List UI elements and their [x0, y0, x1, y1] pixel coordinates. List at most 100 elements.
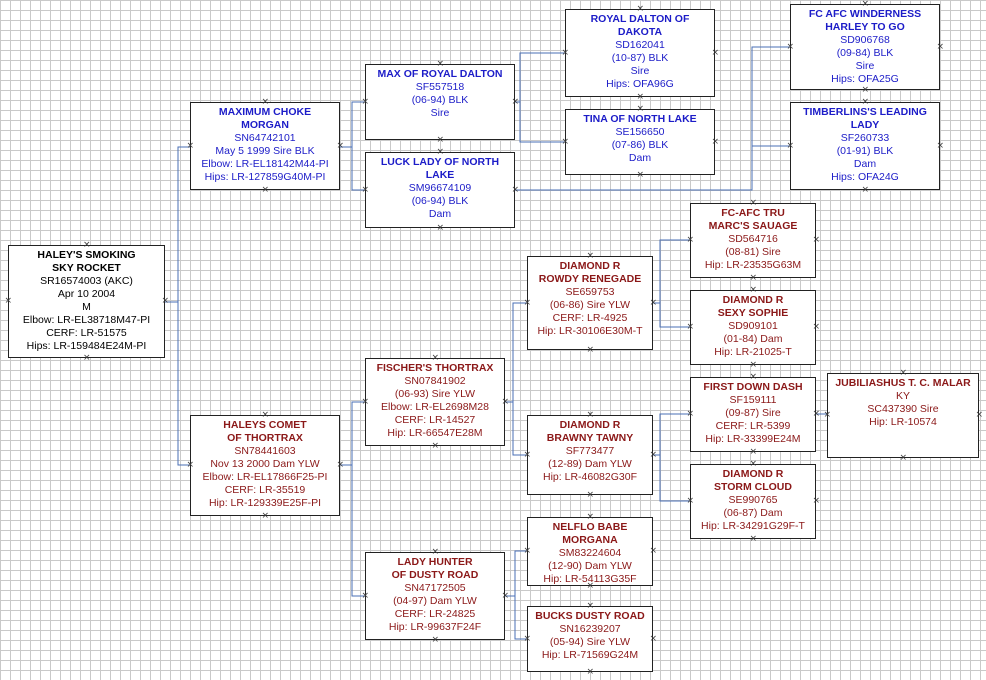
- dog-detail-line: SE156650: [615, 126, 665, 138]
- dog-name: LUCK LADY OF NORTH LAKE: [380, 156, 500, 181]
- x-mark-icon: ×: [649, 546, 658, 556]
- x-mark-icon: ×: [336, 140, 345, 151]
- connector-line: [653, 239, 690, 304]
- dog-detail-line: (09-84) BLK: [836, 47, 894, 59]
- dog-detail-line: SE659753: [565, 286, 615, 298]
- dog-box-diamond-r-rowdy-renegade[interactable]: DIAMOND R ROWDY RENEGADE SE659753(06-86)…: [527, 256, 653, 350]
- dog-detail-line: Elbow: LR-EL18142M44-PI: [201, 158, 329, 170]
- x-mark-icon: ×: [511, 184, 520, 195]
- dog-detail-line: CERF: LR-24825: [394, 608, 476, 620]
- x-mark-icon: ×: [686, 322, 695, 332]
- x-mark-icon: ×: [636, 3, 645, 14]
- dog-detail-line: Elbow: LR-EL38718M47-PI: [22, 314, 151, 326]
- dog-detail-line: Hips: OFA96G: [606, 78, 674, 90]
- x-mark-icon: ×: [186, 140, 195, 151]
- x-mark-icon: ×: [975, 410, 984, 420]
- dog-name: FC-AFC TRU MARC'S SAUAGE: [708, 207, 798, 232]
- dog-detail-line: Hips: OFA24G: [831, 171, 899, 183]
- x-mark-icon: ×: [649, 297, 658, 308]
- dog-name: TIMBERLINS'S LEADING LADY: [803, 106, 927, 131]
- x-mark-icon: ×: [749, 272, 758, 283]
- x-mark-icon: ×: [786, 140, 795, 151]
- x-mark-icon: ×: [436, 58, 445, 69]
- dog-detail-line: (07-86) BLK: [611, 139, 669, 151]
- x-mark-icon: ×: [586, 666, 595, 677]
- x-mark-icon: ×: [812, 409, 821, 419]
- dog-detail-line: Sire: [430, 107, 450, 119]
- x-mark-icon: ×: [586, 511, 595, 522]
- dog-box-nelflo-babe-morgana[interactable]: NELFLO BABE MORGANA SM83224604(12-90) Da…: [527, 517, 653, 586]
- x-mark-icon: ×: [161, 296, 170, 306]
- x-mark-icon: ×: [649, 633, 658, 644]
- dog-detail-line: SF159111: [729, 394, 777, 406]
- x-mark-icon: ×: [686, 496, 695, 506]
- x-mark-icon: ×: [586, 580, 595, 591]
- x-mark-icon: ×: [83, 239, 91, 250]
- dog-detail-line: (08-81) Sire: [725, 246, 781, 258]
- dog-box-timberlins-leading-lady[interactable]: TIMBERLINS'S LEADING LADY SF260733(01-91…: [790, 102, 940, 190]
- dog-detail-line: (04-97) Dam YLW: [393, 595, 477, 607]
- connector-line: [165, 301, 190, 466]
- dog-detail-line: Apr 10 2004: [57, 288, 116, 300]
- connector-line: [653, 413, 690, 456]
- dog-detail-line: SN47172505: [404, 582, 466, 594]
- dog-detail-line: CERF: LR-4925: [552, 312, 628, 324]
- dog-box-haleys-smoking-sky-rocket[interactable]: HALEY'S SMOKING SKY ROCKET SR16574003 (A…: [8, 245, 165, 358]
- x-mark-icon: ×: [749, 284, 758, 295]
- dog-detail-line: Sire: [855, 60, 875, 72]
- x-mark-icon: ×: [586, 409, 595, 420]
- x-mark-icon: ×: [261, 510, 270, 521]
- x-mark-icon: ×: [523, 546, 532, 556]
- dog-detail-line: Hip: LR-54113G35F: [543, 573, 637, 585]
- x-mark-icon: ×: [561, 136, 570, 147]
- x-mark-icon: ×: [431, 352, 440, 363]
- x-mark-icon: ×: [361, 590, 370, 601]
- dog-detail-line: Elbow: LR-EL2698M28: [381, 401, 489, 413]
- connector-line: [340, 146, 365, 191]
- dog-name: DIAMOND R BRAWNY TAWNY: [546, 419, 634, 444]
- dog-detail-line: Hip: LR-30106E30M-T: [537, 325, 643, 337]
- dog-box-lady-hunter-of-dusty-road[interactable]: LADY HUNTER OF DUSTY ROAD SN47172505(04-…: [365, 552, 505, 640]
- dog-box-bucks-dusty-road[interactable]: BUCKS DUSTY ROAD SN16239207(05-94) Sire …: [527, 606, 653, 672]
- dog-detail-line: (12-90) Dam YLW: [548, 560, 632, 572]
- dog-detail-line: SN16239207: [559, 623, 621, 635]
- x-mark-icon: ×: [436, 222, 445, 233]
- dog-name: NELFLO BABE MORGANA: [552, 521, 628, 546]
- dog-box-fischers-thortrax[interactable]: FISCHER'S THORTRAX SN07841902(06-93) Sir…: [365, 358, 505, 446]
- dog-detail-line: Sire: [630, 65, 650, 77]
- x-mark-icon: ×: [436, 146, 445, 157]
- connector-line: [515, 52, 565, 103]
- x-mark-icon: ×: [523, 449, 532, 460]
- x-mark-icon: ×: [186, 460, 195, 470]
- x-mark-icon: ×: [361, 184, 370, 195]
- dog-box-diamond-r-brawny-tawny[interactable]: DIAMOND R BRAWNY TAWNY SF773477(12-89) D…: [527, 415, 653, 495]
- x-mark-icon: ×: [261, 184, 270, 195]
- dog-detail-line: SN78441603: [234, 445, 296, 457]
- dog-detail-line: Elbow: LR-EL17866F25-PI: [202, 471, 328, 483]
- dog-detail-line: SN64742101: [234, 132, 296, 144]
- dog-box-luck-lady-of-north-lake[interactable]: LUCK LADY OF NORTH LAKE SM96674109(06-94…: [365, 152, 515, 228]
- dog-box-diamond-r-sexy-sophie[interactable]: DIAMOND R SEXY SOPHIE SD909101(01-84) Da…: [690, 290, 816, 365]
- connector-line: [340, 464, 365, 597]
- x-mark-icon: ×: [812, 496, 821, 506]
- dog-detail-line: Dam: [428, 208, 452, 220]
- dog-detail-line: Hip: LR-34291G29F-T: [701, 520, 805, 532]
- dog-detail-line: Dam: [853, 158, 877, 170]
- dog-name: JUBILIASHUS T. C. MALAR: [835, 377, 971, 389]
- dog-detail-line: CERF: LR-51575: [46, 327, 127, 339]
- dog-box-diamond-r-storm-cloud[interactable]: DIAMOND R STORM CLOUD SE990765(06-87) Da…: [690, 464, 816, 539]
- dog-box-royal-dalton-of-dakota[interactable]: ROYAL DALTON OF DAKOTA SD162041(10-87) B…: [565, 9, 715, 97]
- dog-detail-line: (06-87) Dam: [723, 507, 783, 519]
- dog-box-fc-afc-winderness-harley-to-go[interactable]: FC AFC WINDERNESS HARLEY TO GO SD906768(…: [790, 4, 940, 90]
- dog-detail-line: (10-87) BLK: [611, 52, 669, 64]
- dog-box-fc-afc-tru-marcs-sauage[interactable]: FC-AFC TRU MARC'S SAUAGE SD564716(08-81)…: [690, 203, 816, 278]
- x-mark-icon: ×: [501, 590, 510, 601]
- x-mark-icon: ×: [749, 359, 758, 370]
- dog-name: FIRST DOWN DASH: [703, 381, 803, 393]
